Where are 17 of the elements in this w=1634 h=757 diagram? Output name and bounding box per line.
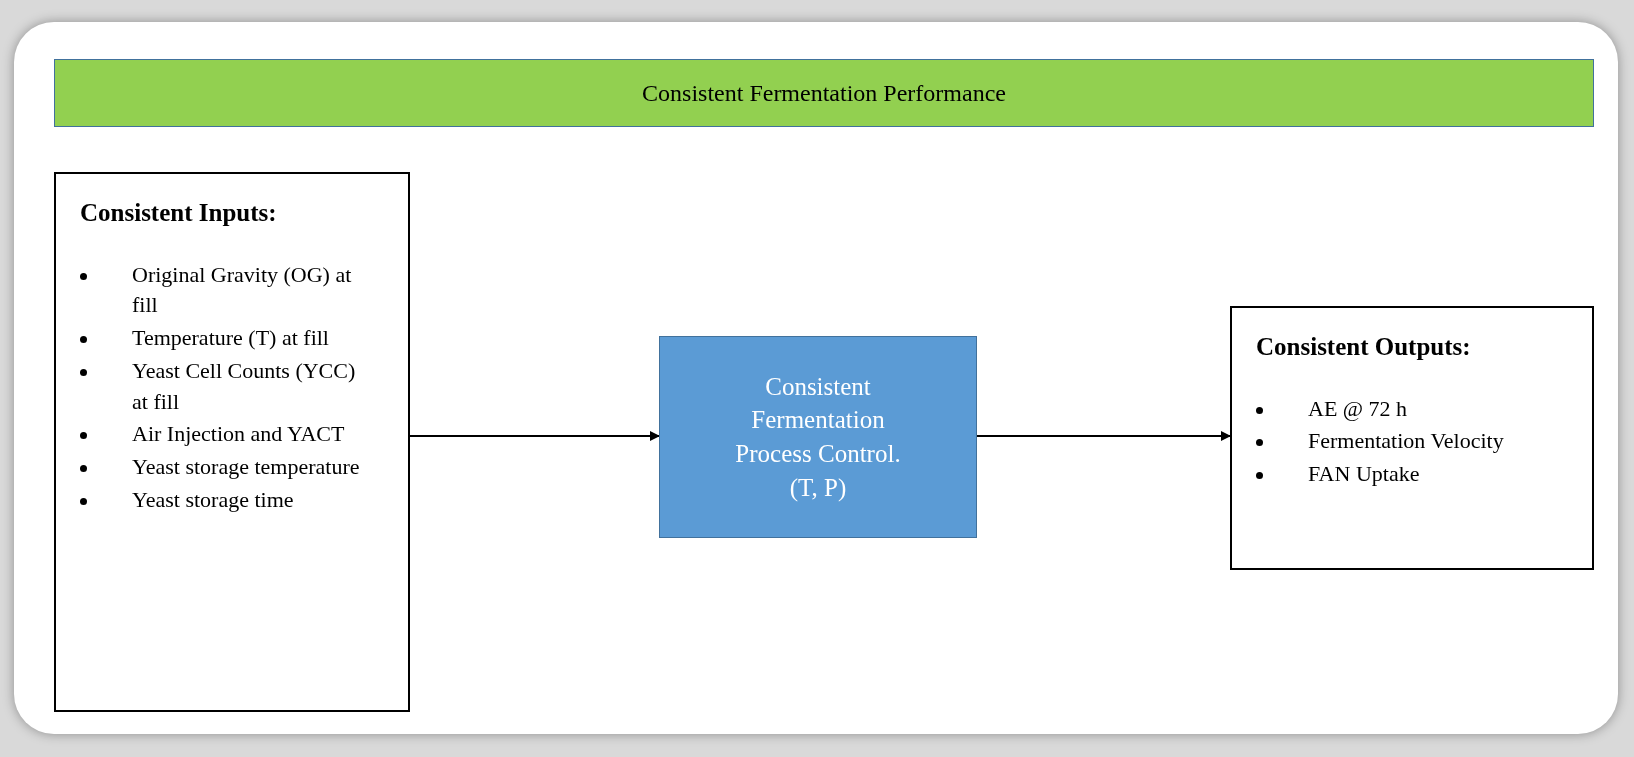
- list-box: [1230, 306, 1594, 570]
- arrow: [976, 431, 1231, 441]
- list-item: AE @ 72 h: [1308, 394, 1408, 423]
- list-item: Air Injection and YACT: [132, 420, 345, 449]
- list-item: Temperature (T) at fill: [132, 324, 329, 353]
- box-heading: Consistent Inputs:: [80, 198, 278, 228]
- title-banner: Consistent Fermentation Performance: [54, 59, 1594, 127]
- list-box: [54, 172, 410, 712]
- arrow: [409, 431, 660, 441]
- process-box: Consistent Fermentation Process Control. (T, P): [659, 336, 977, 538]
- list-item: FAN Uptake: [1308, 460, 1420, 489]
- list-item: Yeast storage temperature: [132, 453, 360, 482]
- list-item: Fermentation Velocity: [1308, 427, 1504, 456]
- list-item: Original Gravity (OG) at fill: [132, 260, 353, 320]
- list-item: Yeast Cell Counts (YCC) at fill: [132, 356, 357, 416]
- list-item: Yeast storage time: [132, 486, 294, 515]
- box-heading: Consistent Outputs:: [1256, 332, 1472, 362]
